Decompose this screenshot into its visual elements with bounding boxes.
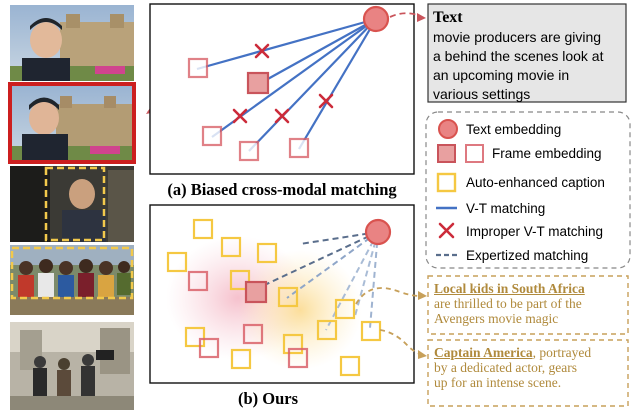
legend-label-text-embedding: Text embedding (466, 122, 561, 137)
caption-link-1-arrowhead (418, 291, 427, 300)
caption-link-2-arrowhead (418, 350, 427, 359)
legend: Text embedding Frame embedding Auto-enha… (425, 111, 631, 269)
text-query-box: Text movie producers are giving a behind… (427, 3, 627, 103)
caption-2-line-2: up for an intense scene. (434, 375, 562, 390)
caption-1-line-2: Avengers movie magic (434, 311, 559, 326)
text-embedding-a (362, 5, 390, 33)
caption-box-1 (427, 275, 629, 335)
text-box-line-4: various settings (433, 86, 530, 102)
video-frame-3 (10, 166, 134, 242)
caption-link-1 (355, 287, 421, 305)
frame-embedding-a5 (288, 137, 310, 159)
panel-b-title: (b) Ours (238, 389, 299, 408)
text-link-arrow (389, 12, 421, 18)
video-frame-1 (10, 5, 134, 81)
caption-1-highlight: Local kids in South Africa (434, 281, 585, 296)
legend-label-expertized: Expertized matching (466, 248, 588, 263)
caption-box-2 (427, 339, 629, 407)
caption-2-first-rest: , portrayed (532, 345, 592, 360)
panel-b-caption-embeddings (166, 218, 382, 377)
frame-embedding-a1 (187, 57, 209, 79)
text-link-arrowhead (417, 13, 426, 22)
cross-icon-3 (274, 108, 290, 124)
frame-embedding-a3 (201, 125, 223, 147)
legend-cross-icon (438, 222, 455, 239)
legend-circle-icon (438, 119, 458, 139)
legend-yellow-square-icon (436, 172, 457, 193)
text-box-line-1: movie producers are giving (433, 29, 601, 45)
panel-a-title: (a) Biased cross-modal matching (167, 180, 397, 199)
vt-line-1 (196, 17, 377, 71)
text-box-line-2: a behind the scenes look at (433, 48, 604, 64)
caption-2: Captain America, portrayed by a dedicate… (434, 345, 626, 390)
cross-icon-4 (318, 93, 334, 109)
text-embedding-b (364, 218, 392, 246)
panel-a-frame-embeddings (187, 57, 310, 162)
video-frame-2-selected (8, 82, 136, 164)
panel-b-frame-embeddings (187, 270, 309, 369)
video-frame-5 (10, 322, 134, 410)
cross-icon-2 (232, 108, 248, 124)
frame-embedding-b-selected (244, 280, 268, 304)
caption-2-line-1: by a dedicated actor, gears (434, 360, 578, 375)
legend-label-caption: Auto-enhanced caption (466, 175, 605, 190)
frame-embedding-a2-selected (246, 71, 270, 95)
text-box-heading: Text (433, 9, 463, 26)
frame-embedding-a4 (238, 140, 260, 162)
panel-a-box (149, 3, 415, 175)
panel-a-improper-marks (232, 43, 334, 124)
text-box-line-3: an upcoming movie in (433, 67, 569, 83)
vt-line-2 (256, 18, 377, 86)
caption-1-line-1: are thrilled to be part of the (434, 296, 582, 311)
legend-square-icon-outline (465, 144, 484, 163)
caption-1: Local kids in South Africa are thrilled … (434, 281, 626, 326)
legend-label-improper: Improper V-T matching (466, 224, 603, 239)
caption-2-highlight: Captain America (434, 345, 533, 360)
legend-label-vt-matching: V-T matching (466, 201, 545, 216)
legend-square-icon-filled (437, 144, 456, 163)
panel-b-expertized-lines (255, 231, 379, 331)
vt-line-4 (248, 18, 377, 152)
video-frame-4 (10, 245, 134, 315)
vt-line-5 (298, 18, 377, 150)
legend-label-frame-embedding: Frame embedding (492, 146, 602, 161)
cross-icon-1 (254, 43, 270, 59)
